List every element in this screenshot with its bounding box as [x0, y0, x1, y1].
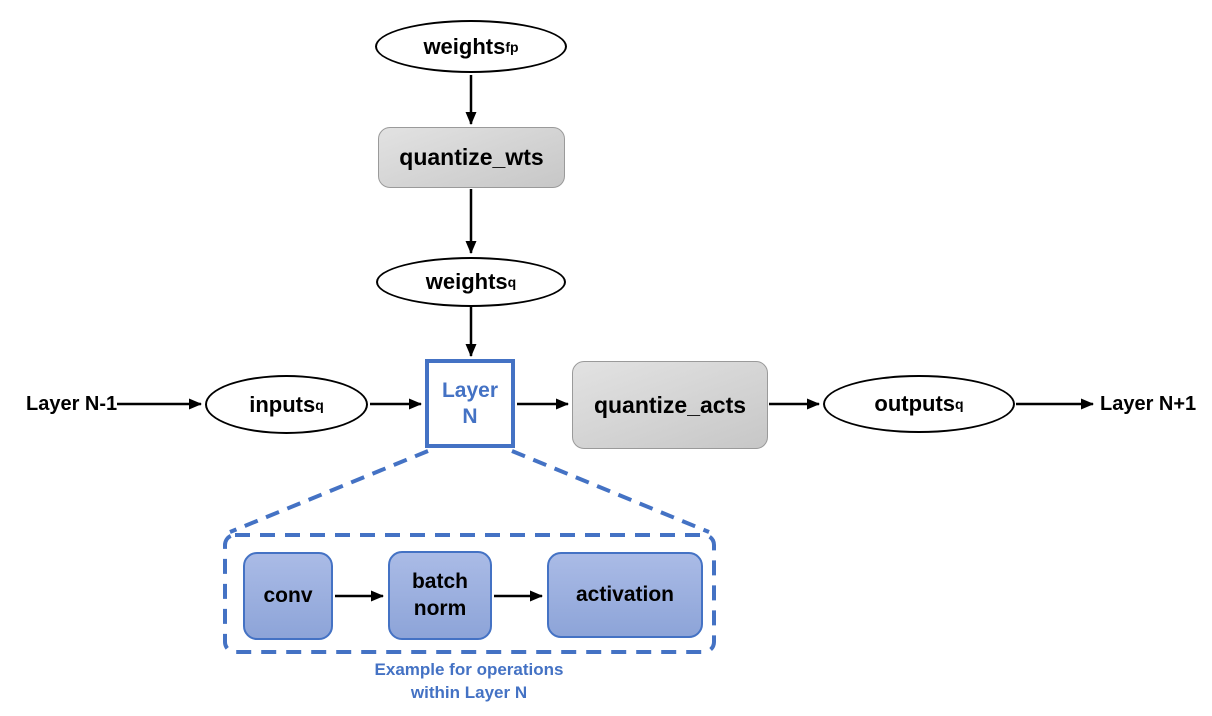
- batch-norm-line2: norm: [413, 596, 467, 620]
- activation-label: activation: [575, 582, 675, 606]
- node-activation: activation: [547, 552, 703, 638]
- node-batch-norm: batch norm: [388, 551, 492, 640]
- quantize-acts-label: quantize_acts: [593, 391, 747, 418]
- node-layer-n: Layer N: [425, 359, 515, 448]
- conv-label: conv: [263, 583, 313, 607]
- quantize-wts-label: quantize_wts: [399, 144, 544, 170]
- node-quantize-wts: quantize_wts: [378, 127, 565, 188]
- label-layer-n-minus-1: Layer N-1: [26, 393, 118, 415]
- weights-q-label: weights: [425, 269, 508, 294]
- layer-n-line1: Layer: [441, 379, 499, 403]
- batch-norm-line1: batch: [411, 570, 468, 594]
- node-conv: conv: [243, 552, 333, 640]
- layer-n-line2: N: [462, 404, 478, 428]
- expansion-funnel-line-right: [511, 449, 710, 534]
- weights-fp-label: weights: [423, 33, 506, 59]
- node-quantize-acts: quantize_acts: [572, 361, 768, 449]
- label-layer-n-plus-1: Layer N+1: [1100, 393, 1197, 415]
- expansion-caption-line1: Example for operations: [374, 660, 564, 679]
- expansion-funnel-line-left: [229, 449, 429, 534]
- expansion-caption-line2: within Layer N: [410, 683, 528, 702]
- inputs-q-label: inputs: [249, 391, 316, 417]
- expansion-caption: Example for operations within Layer N: [319, 658, 619, 704]
- outputs-q-label: outputs: [874, 391, 956, 416]
- expansion-dashed-box: [223, 533, 716, 654]
